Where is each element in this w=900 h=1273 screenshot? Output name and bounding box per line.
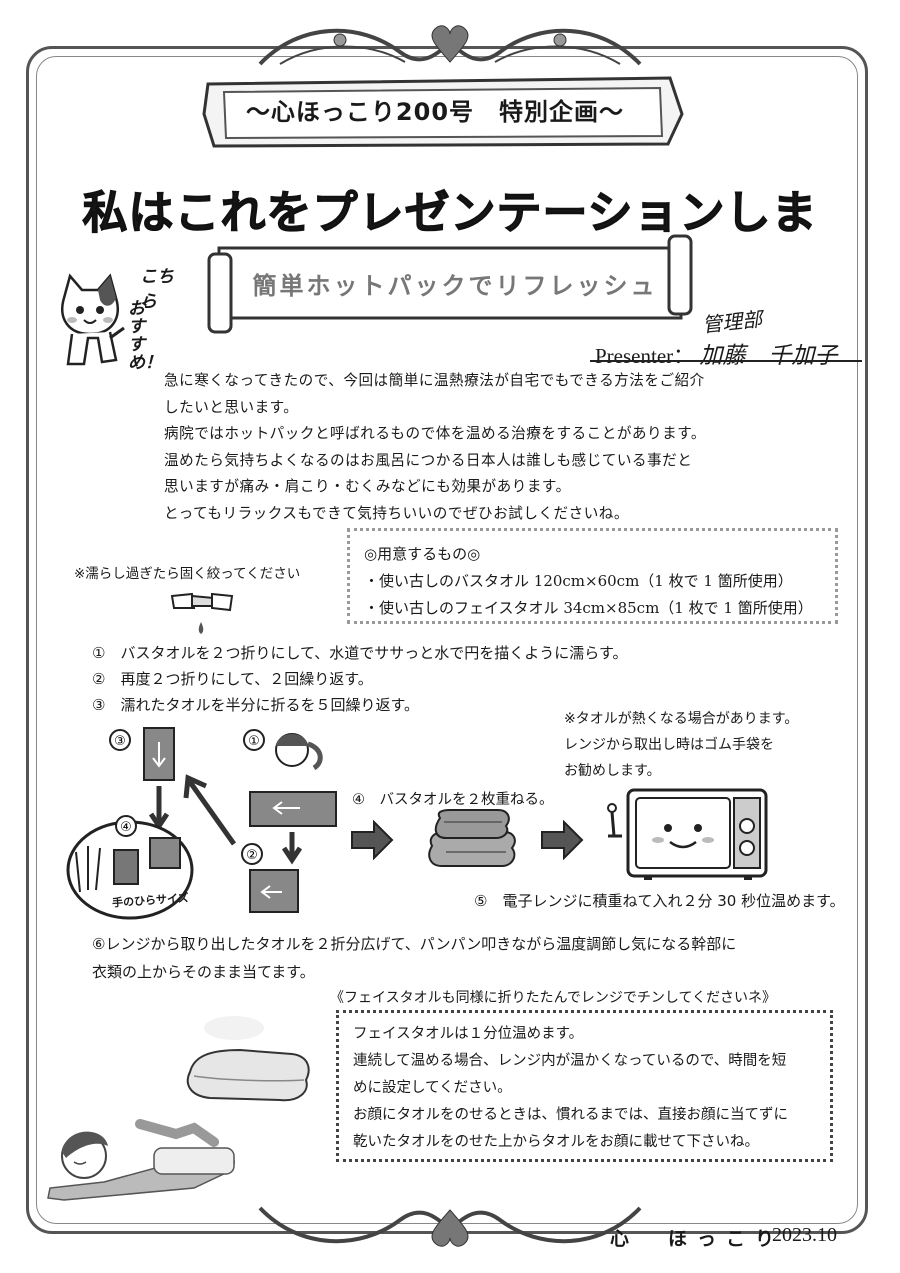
step-6-line: 衣類の上からそのまま当てます。	[92, 963, 315, 981]
diagram-number-1: ①	[248, 734, 260, 749]
intro-line: 温めたら気持ちよくなるのはお風呂につかる日本人は誰しも感じている事だと	[164, 451, 693, 469]
top-ornament	[258, 25, 642, 66]
preparation-title: ◎用意するもの◎	[364, 545, 481, 563]
face-towel-line: めに設定してください。	[353, 1080, 512, 1096]
step-4-label: ④ バスタオルを２枚重ねる。	[352, 792, 554, 808]
step-6: ⑥レンジから取り出したタオルを２折分広げて、パンパン叩きながら温度調節し気になる…	[92, 930, 736, 986]
cat-note: こちら おすすめ！	[118, 262, 178, 372]
arrow-right-icon	[351, 820, 394, 860]
intro-line: 思いますが痛み・肩こり・むくみなどにも効果があります。	[164, 478, 571, 496]
step-3: ③ 濡れたタオルを半分に折るを５回繰り返す。	[92, 696, 419, 714]
banner-board	[202, 76, 684, 148]
diagram-number-3: ③	[114, 734, 126, 749]
microwave-warning: ※タオルが熱くなる場合があります。 レンジから取出し時はゴム手袋を お勧めします…	[564, 706, 798, 784]
face-towel-box: フェイスタオルは１分位温めます。 連続して温める場合、レンジ内が温かくなっている…	[336, 1010, 833, 1162]
folding-diagram: ③ ④ ① ②	[66, 727, 337, 920]
cat-note-line-2: おすすめ！	[128, 299, 162, 373]
diagram-number-2: ②	[246, 848, 258, 863]
step-5-label: ⑤ 電子レンジに積重ねて入れ２分 30 秒位温めます。	[474, 892, 845, 910]
presenter-label: Presenter：	[595, 344, 695, 368]
subtitle-scroll	[207, 234, 693, 334]
wring-note: ※濡らし過ぎたら固く絞ってください	[74, 566, 301, 582]
stacked-towels-icon	[428, 809, 516, 867]
face-towel-title: 《フェイスタオルも同様に折りたたんでレンジでチンしてくださいネ》	[330, 990, 777, 1006]
step-2: ② 再度２つ折りにして、２回繰り返す。	[92, 670, 373, 688]
warning-line: お勧めします。	[564, 763, 661, 779]
intro-text: 急に寒くなってきたので、今回は簡単に温熱療法が自宅でもできる方法をご紹介 したい…	[164, 368, 784, 528]
bottom-ornament	[258, 1206, 642, 1247]
wringing-towel-icon	[170, 592, 234, 634]
massage-woman-icon	[47, 1119, 235, 1201]
presenter-name: 加藤 千加子	[699, 343, 838, 369]
presenter-underline	[590, 360, 862, 362]
face-towel-line: フェイスタオルは１分位温めます。	[353, 1026, 584, 1042]
face-towel-line: 乾いたタオルをのせた上からタオルをお顔に載せて下さいね。	[353, 1134, 759, 1150]
preparation-item: ・使い古しのバスタオル 120cm×60cm（1 枚で 1 箇所使用）	[364, 572, 793, 590]
intro-line: とってもリラックスもできて気持ちいいのでぜひお試しくださいね。	[164, 504, 629, 522]
preparation-item: ・使い古しのフェイスタオル 34cm×85cm（1 枚で 1 箇所使用）	[364, 599, 813, 617]
cat-mascot-icon	[61, 273, 125, 366]
banner-text: 〜心ほっこり200号 特別企画〜	[245, 98, 625, 126]
face-towel-line: お顔にタオルをのせるときは、慣れるまでは、直接お顔に当てずに	[353, 1107, 788, 1123]
warning-line: レンジから取出し時はゴム手袋を	[564, 737, 774, 753]
arrow-right-icon	[541, 820, 584, 860]
diagram-number-4: ④	[120, 820, 132, 835]
presenter: Presenter： 加藤 千加子	[595, 336, 837, 370]
intro-line: したいと思います。	[164, 398, 299, 416]
hot-towel-icon	[186, 1016, 310, 1102]
steps-list: ① バスタオルを２つ折りにして、水道でササっと水で円を描くように濡らす。 ② 再…	[92, 640, 627, 718]
face-towel-line: 連続して温める場合、レンジ内が温かくなっているので、時間を短	[353, 1053, 787, 1069]
footer-brand: 心 ほっこり	[610, 1228, 785, 1250]
cat-note-line-1: こちら	[140, 267, 174, 312]
subtitle: 簡単ホットパックでリフレッシュ	[252, 271, 658, 300]
warning-line: ※タオルが熱くなる場合があります。	[564, 711, 799, 727]
intro-line: 急に寒くなってきたので、今回は簡単に温熱療法が自宅でもできる方法をご紹介	[164, 372, 705, 389]
preparation-box: ◎用意するもの◎ ・使い古しのバスタオル 120cm×60cm（1 枚で 1 箇…	[347, 528, 838, 624]
step-6-line: ⑥レンジから取り出したタオルを２折分広げて、パンパン叩きながら温度調節し気になる…	[92, 935, 737, 953]
microwave-icon	[607, 788, 768, 880]
intro-line: 病院ではホットパックと呼ばれるもので体を温める治療をすることがあります。	[164, 425, 706, 443]
step-1: ① バスタオルを２つ折りにして、水道でササっと水で円を描くように濡らす。	[92, 644, 628, 662]
footer-date: 2023.10	[772, 1224, 837, 1246]
